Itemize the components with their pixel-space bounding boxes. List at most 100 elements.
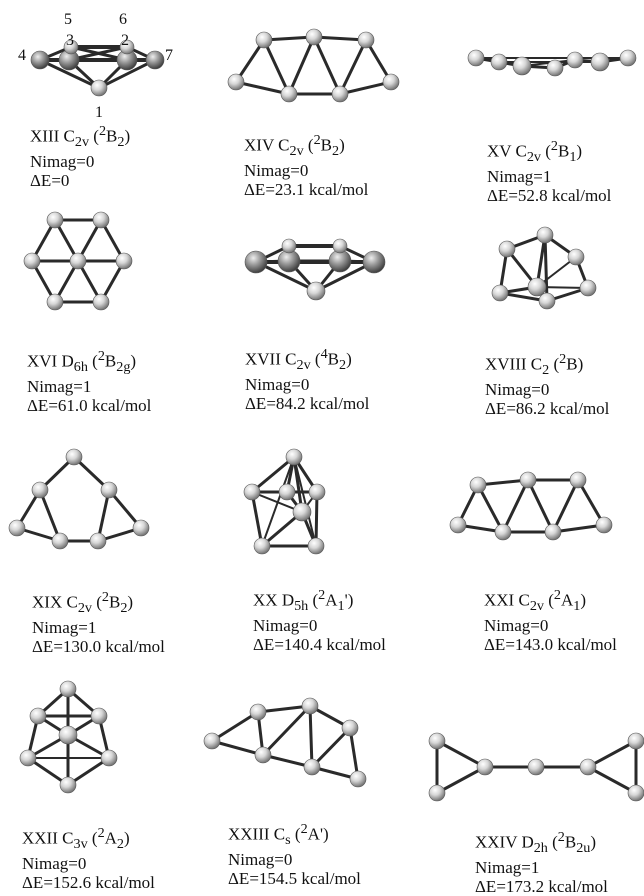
bond: [586, 765, 638, 795]
energy-value: ΔE=143.0 kcal/mol: [484, 635, 617, 655]
bond: [314, 490, 319, 548]
atom: [307, 537, 325, 555]
atom: [8, 519, 26, 537]
isomer-title: XVII C2v (4B2): [245, 346, 352, 374]
atom: [569, 471, 587, 489]
isomer-title: XIX C2v (2B2): [32, 589, 134, 617]
atom: [527, 758, 545, 776]
energy-value: ΔE=173.2 kcal/mol: [475, 877, 608, 896]
bond: [293, 456, 317, 547]
atom: [305, 28, 323, 46]
nimag-value: Nimag=1: [27, 377, 92, 397]
atom: [595, 516, 613, 534]
atom: [469, 476, 487, 494]
atom: [382, 73, 400, 91]
atom: [292, 502, 312, 522]
atom: [92, 211, 110, 229]
atom: [303, 758, 321, 776]
atom: [498, 240, 516, 258]
nimag-value: Nimag=0: [245, 375, 310, 395]
atom: [46, 211, 64, 229]
atom: [331, 85, 349, 103]
atom: [306, 281, 326, 301]
bond: [261, 753, 314, 769]
energy-value: ΔE=140.4 kcal/mol: [253, 635, 386, 655]
bond: [234, 38, 266, 84]
molecule-XVIII: [491, 226, 597, 310]
atom: [449, 516, 467, 534]
atom: [357, 31, 375, 49]
bond: [338, 38, 368, 96]
atom: [89, 532, 107, 550]
atom: [90, 707, 108, 725]
energy-value: ΔE=52.8 kcal/mol: [487, 186, 612, 206]
atom: [255, 31, 273, 49]
energy-value: ΔE=84.2 kcal/mol: [245, 394, 370, 414]
bond: [338, 80, 393, 96]
atom: [619, 49, 637, 67]
atom: [65, 448, 83, 466]
atom: [46, 293, 64, 311]
isomer-title: XVIII C2 (2B): [485, 351, 584, 379]
caption-isomer-XV: XV C2v (2B1) Nimag=1 ΔE=52.8 kcal/mol: [487, 137, 611, 205]
atom: [519, 471, 537, 489]
atom: [29, 707, 47, 725]
bond: [551, 523, 606, 534]
bond: [210, 739, 265, 757]
atom: [349, 770, 367, 788]
energy-value: ΔE=0: [30, 171, 70, 191]
bond: [586, 739, 638, 769]
bond: [435, 765, 487, 795]
nimag-value: Nimag=0: [30, 152, 95, 172]
atom: [428, 732, 446, 750]
atom: [19, 749, 37, 767]
atom: [227, 73, 245, 91]
isomer-title: XV C2v (2B1): [487, 138, 583, 166]
atom: [527, 277, 547, 297]
nimag-value: Nimag=1: [487, 167, 552, 187]
atom: [243, 483, 261, 501]
energy-value: ΔE=154.5 kcal/mol: [228, 869, 361, 889]
nimag-value: Nimag=0: [484, 616, 549, 636]
atom-label-4: 4: [18, 47, 26, 64]
atom: [579, 758, 597, 776]
atom: [332, 238, 348, 254]
atom: [362, 250, 386, 274]
bond: [234, 80, 291, 96]
atom-label-7: 7: [165, 47, 173, 64]
bond: [476, 478, 530, 487]
bond: [287, 35, 316, 96]
atom: [308, 483, 326, 501]
isomer-title: XIV C2v (2B2): [244, 132, 345, 160]
atom: [203, 732, 221, 750]
molecule-XXII: [19, 680, 118, 794]
molecule-XXI: [449, 471, 613, 541]
molecule-XXIV: [428, 732, 644, 802]
atom: [285, 448, 303, 466]
bond: [312, 35, 342, 96]
atom: [544, 523, 562, 541]
bond: [348, 726, 360, 781]
caption-isomer-XIII: XIII C2v (2B2) Nimag=0 ΔE=0: [30, 122, 130, 190]
molecule-XX: [243, 448, 326, 555]
nimag-value: Nimag=0: [22, 854, 87, 874]
atom: [428, 784, 446, 802]
isomer-title: XXIII Cs (2A'): [228, 821, 329, 849]
bond: [501, 478, 530, 534]
bond: [250, 490, 264, 548]
atom: [58, 725, 78, 745]
bond: [261, 456, 295, 547]
molecule-XIII: [30, 39, 165, 97]
atom: [341, 719, 359, 737]
atom: [278, 483, 296, 501]
atom: [51, 532, 69, 550]
atom: [59, 776, 77, 794]
atom: [90, 79, 108, 97]
bond: [308, 704, 314, 769]
atom: [63, 39, 79, 55]
energy-value: ΔE=23.1 kcal/mol: [244, 180, 369, 200]
molecule-XIV: [227, 28, 400, 103]
isomer-title: XXIV D2h (2B2u): [475, 829, 597, 857]
bond: [576, 478, 606, 527]
